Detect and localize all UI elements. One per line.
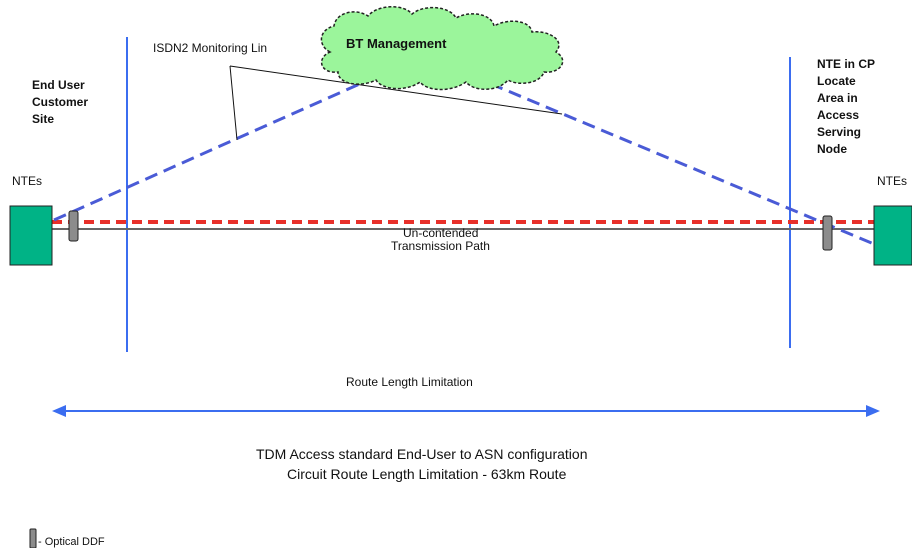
route-length-arrow <box>52 405 880 417</box>
isdn2-callout-left <box>229 65 238 141</box>
nte-left-box <box>9 205 53 266</box>
monitoring-link-right <box>471 74 875 246</box>
route-length-label: Route Length Limitation <box>346 375 473 389</box>
nte-right-box <box>873 205 912 266</box>
legend-optical-ddf-label: - Optical DDF <box>38 536 105 548</box>
nte-in-cp-label: NTE in CP Locate Area in Access Serving … <box>817 57 876 156</box>
uncontended-label: Un-contended <box>403 226 479 240</box>
bt-management-label: BT Management <box>346 36 447 51</box>
transmission-path-label: Transmission Path <box>391 239 490 253</box>
isdn2-monitoring-label: ISDN2 Monitoring Lin <box>153 41 268 55</box>
bt-management-cloud <box>320 6 564 91</box>
isdn2-callout-right <box>229 65 563 115</box>
legend-ddf-icon <box>29 528 37 548</box>
caption-line-2: Circuit Route Length Limitation - 63km R… <box>287 466 567 482</box>
ntes-right-label: NTEs <box>877 174 907 188</box>
caption-line-1: TDM Access standard End-User to ASN conf… <box>256 446 588 462</box>
optical-ddf-right <box>822 215 833 251</box>
ntes-left-label: NTEs <box>12 174 42 188</box>
end-user-site-label: End User Customer Site <box>32 78 89 126</box>
optical-ddf-left <box>68 210 79 242</box>
